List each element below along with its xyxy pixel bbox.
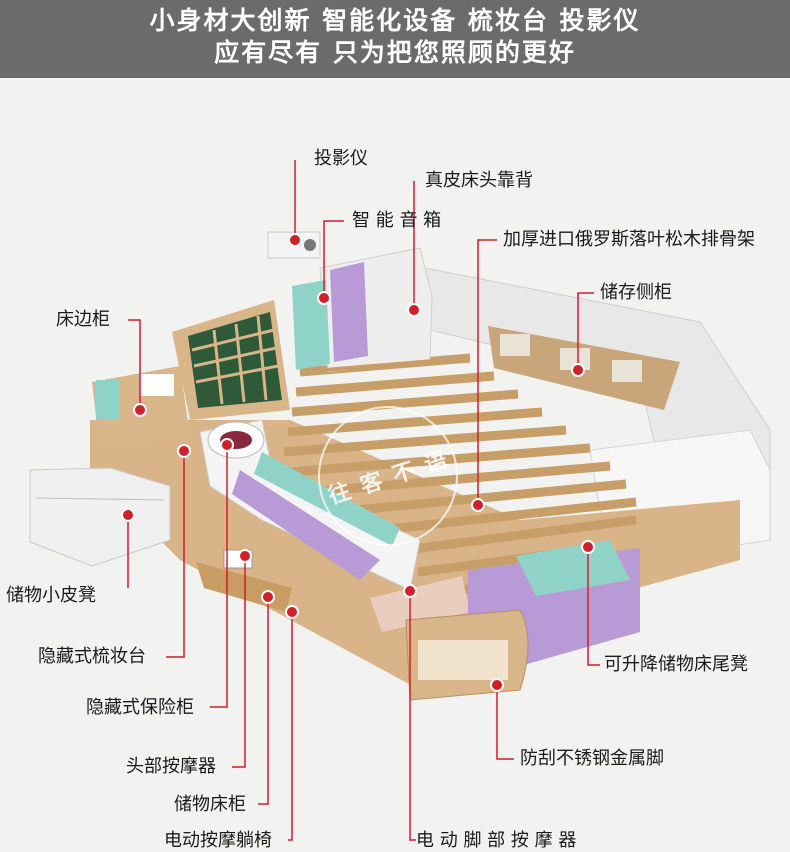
label-leather-headboard: 真皮床头靠背 (425, 170, 533, 191)
label-hidden-safe: 隐藏式保险柜 (86, 697, 194, 718)
watermark-stamp: 往 客 不 语 (318, 406, 458, 546)
label-foot-massager: 电 动 脚 部 按 摩 器 (416, 830, 577, 851)
label-storage-bed-cabinet: 储物床柜 (174, 794, 246, 815)
bed-graphic (29, 160, 771, 841)
label-storage-stool: 储物小皮凳 (6, 585, 96, 606)
watermark-text: 往 客 不 语 (325, 447, 453, 510)
label-hidden-vanity: 隐藏式梳妆台 (38, 646, 146, 667)
label-bedside-cabinet: 床边柜 (56, 309, 110, 330)
label-projector: 投影仪 (314, 148, 368, 169)
label-steel-feet: 防刮不锈钢金属脚 (520, 748, 664, 769)
banner-line-2: 应有尽有 只为把您照顾的更好 (214, 38, 576, 67)
top-banner: 小身材大创新 智能化设备 梳妆台 投影仪 应有尽有 只为把您照顾的更好 (0, 0, 790, 78)
bed-illustration: 往 客 不 语 (0, 78, 790, 848)
label-head-massager: 头部按摩器 (126, 756, 216, 777)
label-liftable-bench: 可升降储物床尾凳 (604, 654, 748, 675)
banner-line-1: 小身材大创新 智能化设备 梳妆台 投影仪 (149, 6, 641, 35)
label-massage-recliner: 电动按摩躺椅 (164, 830, 272, 851)
label-slat-frame: 加厚进口俄罗斯落叶松木排骨架 (503, 229, 755, 250)
label-storage-side-cabinet: 储存侧柜 (600, 282, 672, 303)
label-smart-speaker: 智 能 音 箱 (352, 210, 442, 231)
